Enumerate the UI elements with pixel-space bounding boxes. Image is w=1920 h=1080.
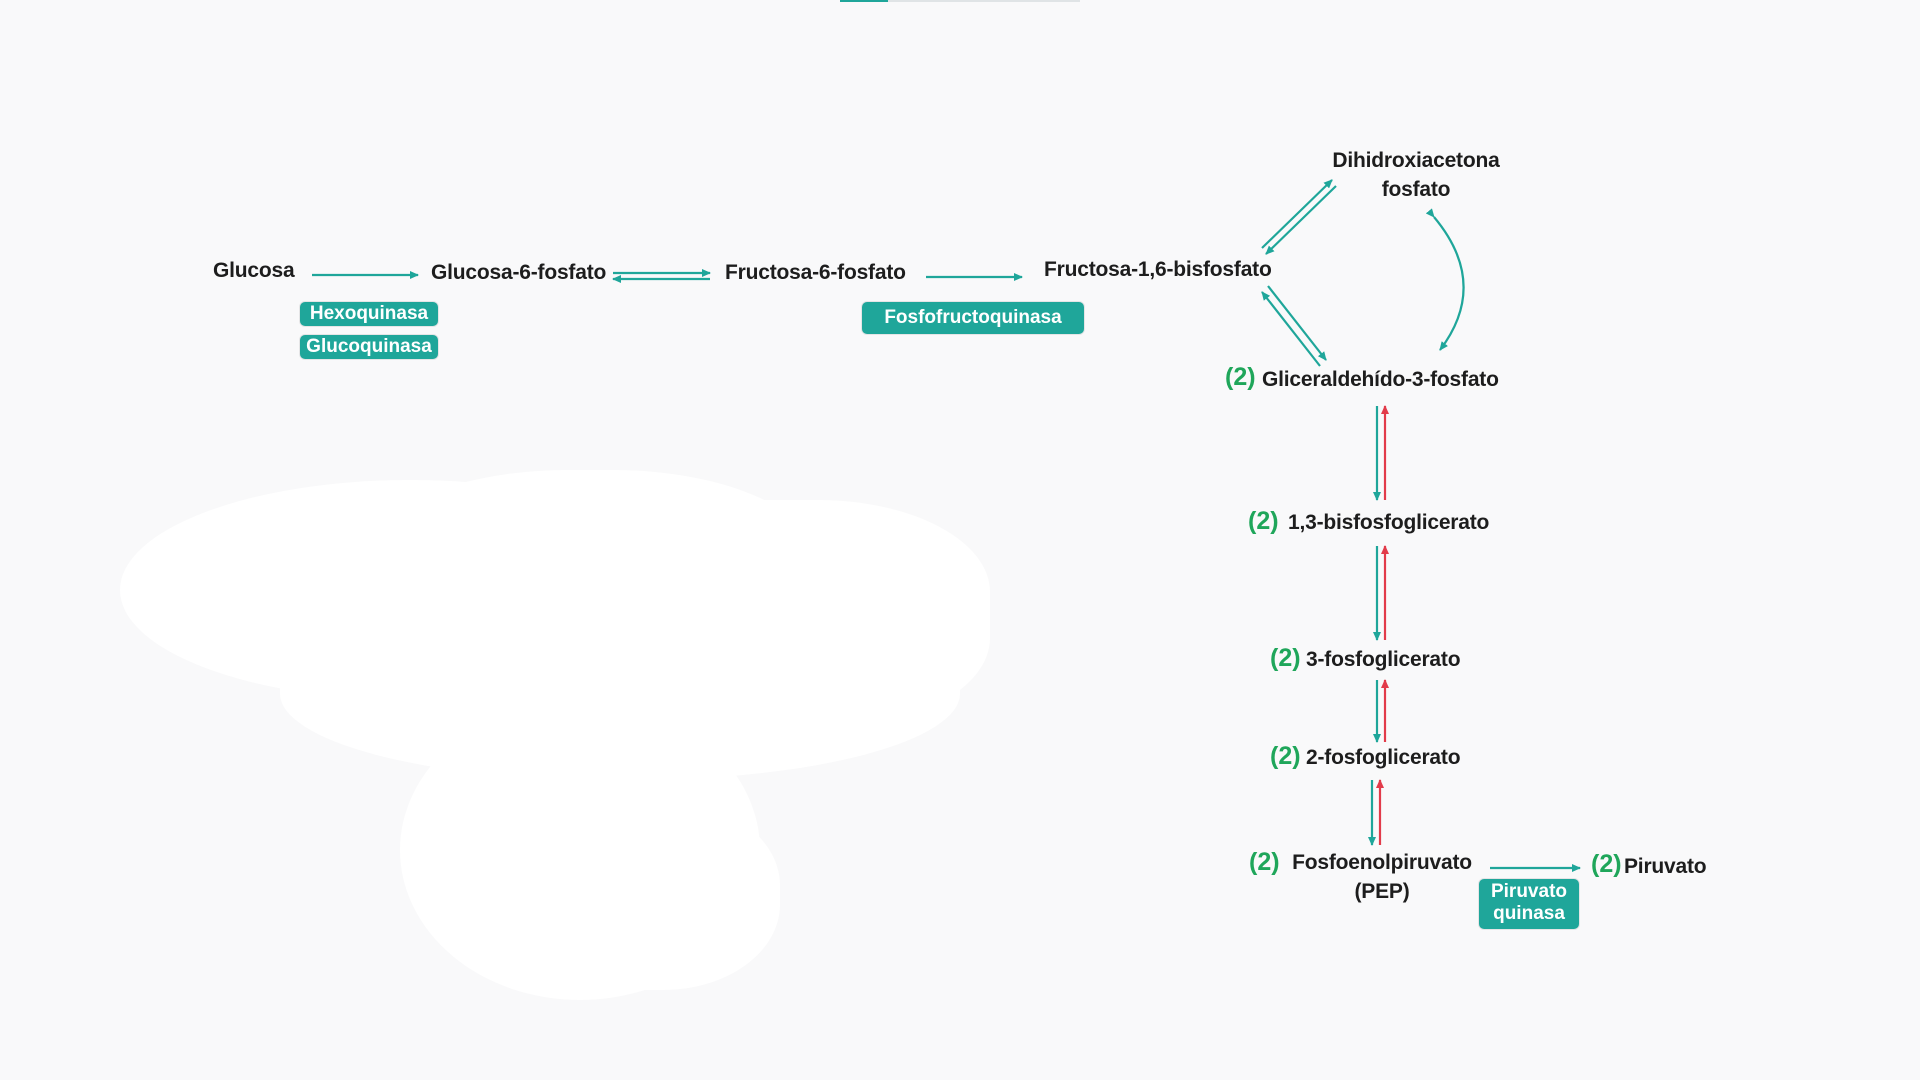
enzyme-badge-fosfofructoquinasa: Fosfofructoquinasa: [862, 302, 1084, 334]
arrow-f16bp-g3p: [1267, 285, 1327, 361]
top-scroll-track: [840, 0, 1080, 2]
metabolite-piruvato: Piruvato: [1624, 855, 1707, 878]
metabolite-2-fosfoglicerato: 2-fosfoglicerato: [1306, 746, 1461, 769]
arrow-f16bp-dhap: [1261, 179, 1333, 249]
arrow-g3p-f16bp: [1261, 291, 1321, 367]
pep-label-line1: Fosfoenolpiruvato: [1292, 851, 1472, 874]
arrow-dhap-f16bp: [1265, 185, 1337, 255]
stoich-pg2: (2): [1270, 742, 1301, 770]
dhap-label-line1: Dihidroxiacetona: [1332, 149, 1500, 172]
stoich-bpg13: (2): [1248, 507, 1279, 535]
arrow-dhap-g3p: [1425, 208, 1465, 351]
dhap-label-line2: fosfato: [1381, 178, 1451, 201]
metabolite-fructosa-1-6-bisfosfato: Fructosa-1,6-bisfosfato: [1044, 258, 1272, 281]
metabolite-3-fosfoglicerato: 3-fosfoglicerato: [1306, 648, 1461, 671]
pep-label-line2: (PEP): [1354, 880, 1410, 903]
metabolite-glucosa-6-fosfato: Glucosa-6-fosfato: [431, 261, 607, 284]
enzyme-badge-piruvato-quinasa: Piruvato quinasa: [1479, 879, 1579, 929]
stoich-piruvato: (2): [1591, 850, 1622, 878]
metabolite-gliceraldehido-3-fosfato: Gliceraldehído-3-fosfato: [1262, 368, 1499, 391]
metabolite-fructosa-6-fosfato: Fructosa-6-fosfato: [725, 261, 906, 284]
metabolite-1-3-bisfosfoglicerato: 1,3-bisfosfoglicerato: [1288, 511, 1490, 534]
enzyme-badge-glucoquinasa: Glucoquinasa: [300, 335, 438, 359]
metabolite-glucosa: Glucosa: [213, 259, 295, 282]
top-scroll-indicator: [840, 0, 888, 2]
enzyme-badge-hexoquinasa: Hexoquinasa: [300, 302, 438, 326]
stoich-pg3: (2): [1270, 644, 1301, 672]
stoich-g3p: (2): [1225, 363, 1256, 391]
stoich-pep: (2): [1249, 848, 1280, 876]
